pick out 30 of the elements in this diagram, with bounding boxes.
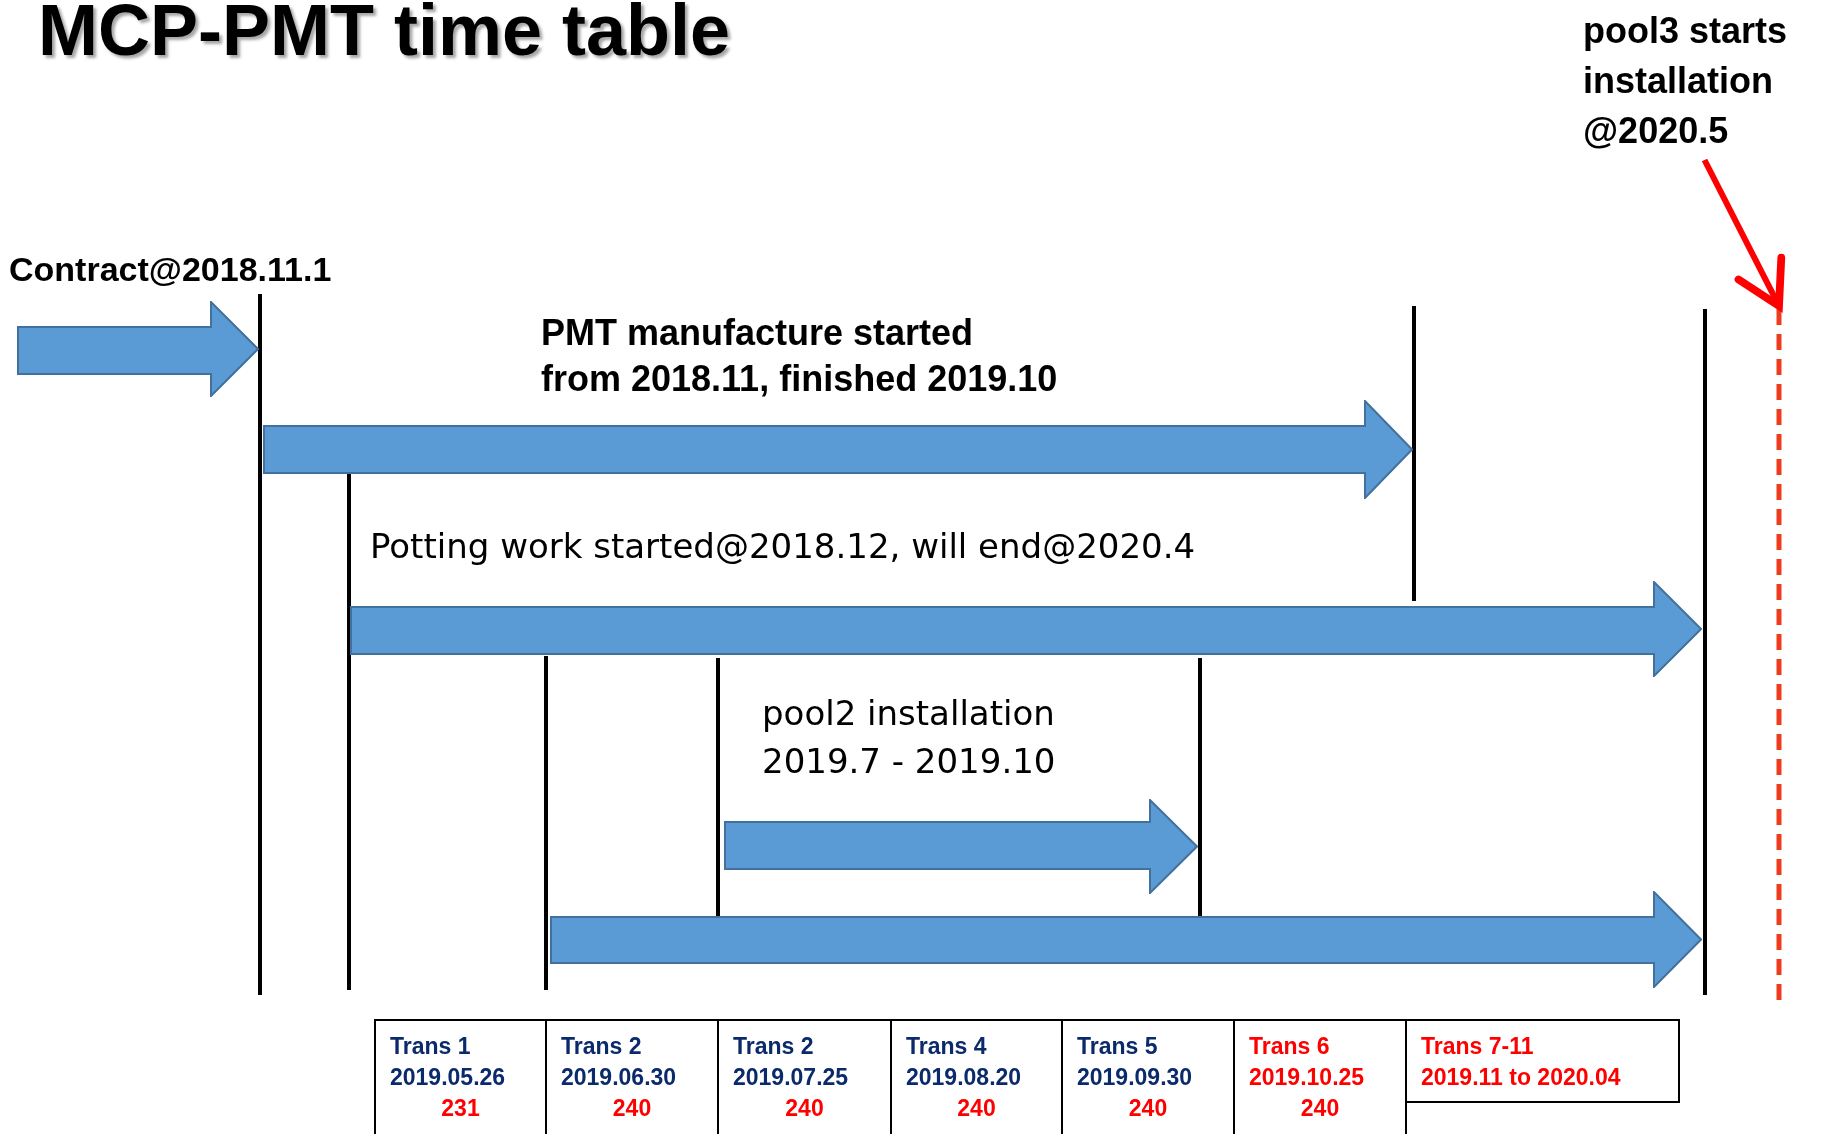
table-cell [1405, 1019, 1680, 1103]
cell-text: 2019.06.30 [560, 1063, 678, 1092]
cell-text: 2019.08.20 [905, 1063, 1023, 1092]
phase-label: PMT manufacture started from 2018.11, finished 2019.10 [541, 311, 1058, 401]
cell-text: Trans 5 [1076, 1032, 1159, 1061]
cell-text: 2019.11 to 2020.04 [1420, 1063, 1622, 1092]
cell-text: 2019.07.25 [732, 1063, 850, 1092]
cell-text: 231 [440, 1094, 481, 1123]
arrow [1701, 158, 1786, 310]
title: MCP-PMT time table [38, 0, 731, 66]
table-cell [374, 1019, 547, 1134]
cell-text: 2019.09.30 [1076, 1063, 1194, 1092]
cell-text: 2019.10.25 [1248, 1063, 1366, 1092]
cell-text: 240 [956, 1094, 997, 1123]
cell-text: 240 [1299, 1094, 1341, 1123]
cell-text: Trans 6 [1248, 1032, 1331, 1061]
milestone-label: pool3 starts installation @2020.5 [1583, 9, 1788, 153]
table-cell [1233, 1019, 1407, 1134]
cell-text: Trans 4 [905, 1032, 988, 1061]
phase-label: Potting work started@2018.12, will end@2020.4 [370, 525, 1196, 568]
milestone-label: Contract@2018.11.1 [9, 249, 332, 290]
cell-text: Trans 7-11 [1420, 1032, 1535, 1061]
cell-text: Trans 1 [389, 1032, 472, 1061]
phase-label: pool2 installation 2019.7 - 2019.10 [762, 692, 1056, 783]
cell-text: Trans 2 [732, 1032, 815, 1061]
cell-text: 240 [611, 1094, 653, 1123]
cell-text: 240 [784, 1094, 825, 1123]
cell-text: 240 [1127, 1094, 1169, 1123]
cell-text: 2019.05.26 [389, 1063, 507, 1092]
cell-text: Trans 2 [560, 1032, 643, 1061]
